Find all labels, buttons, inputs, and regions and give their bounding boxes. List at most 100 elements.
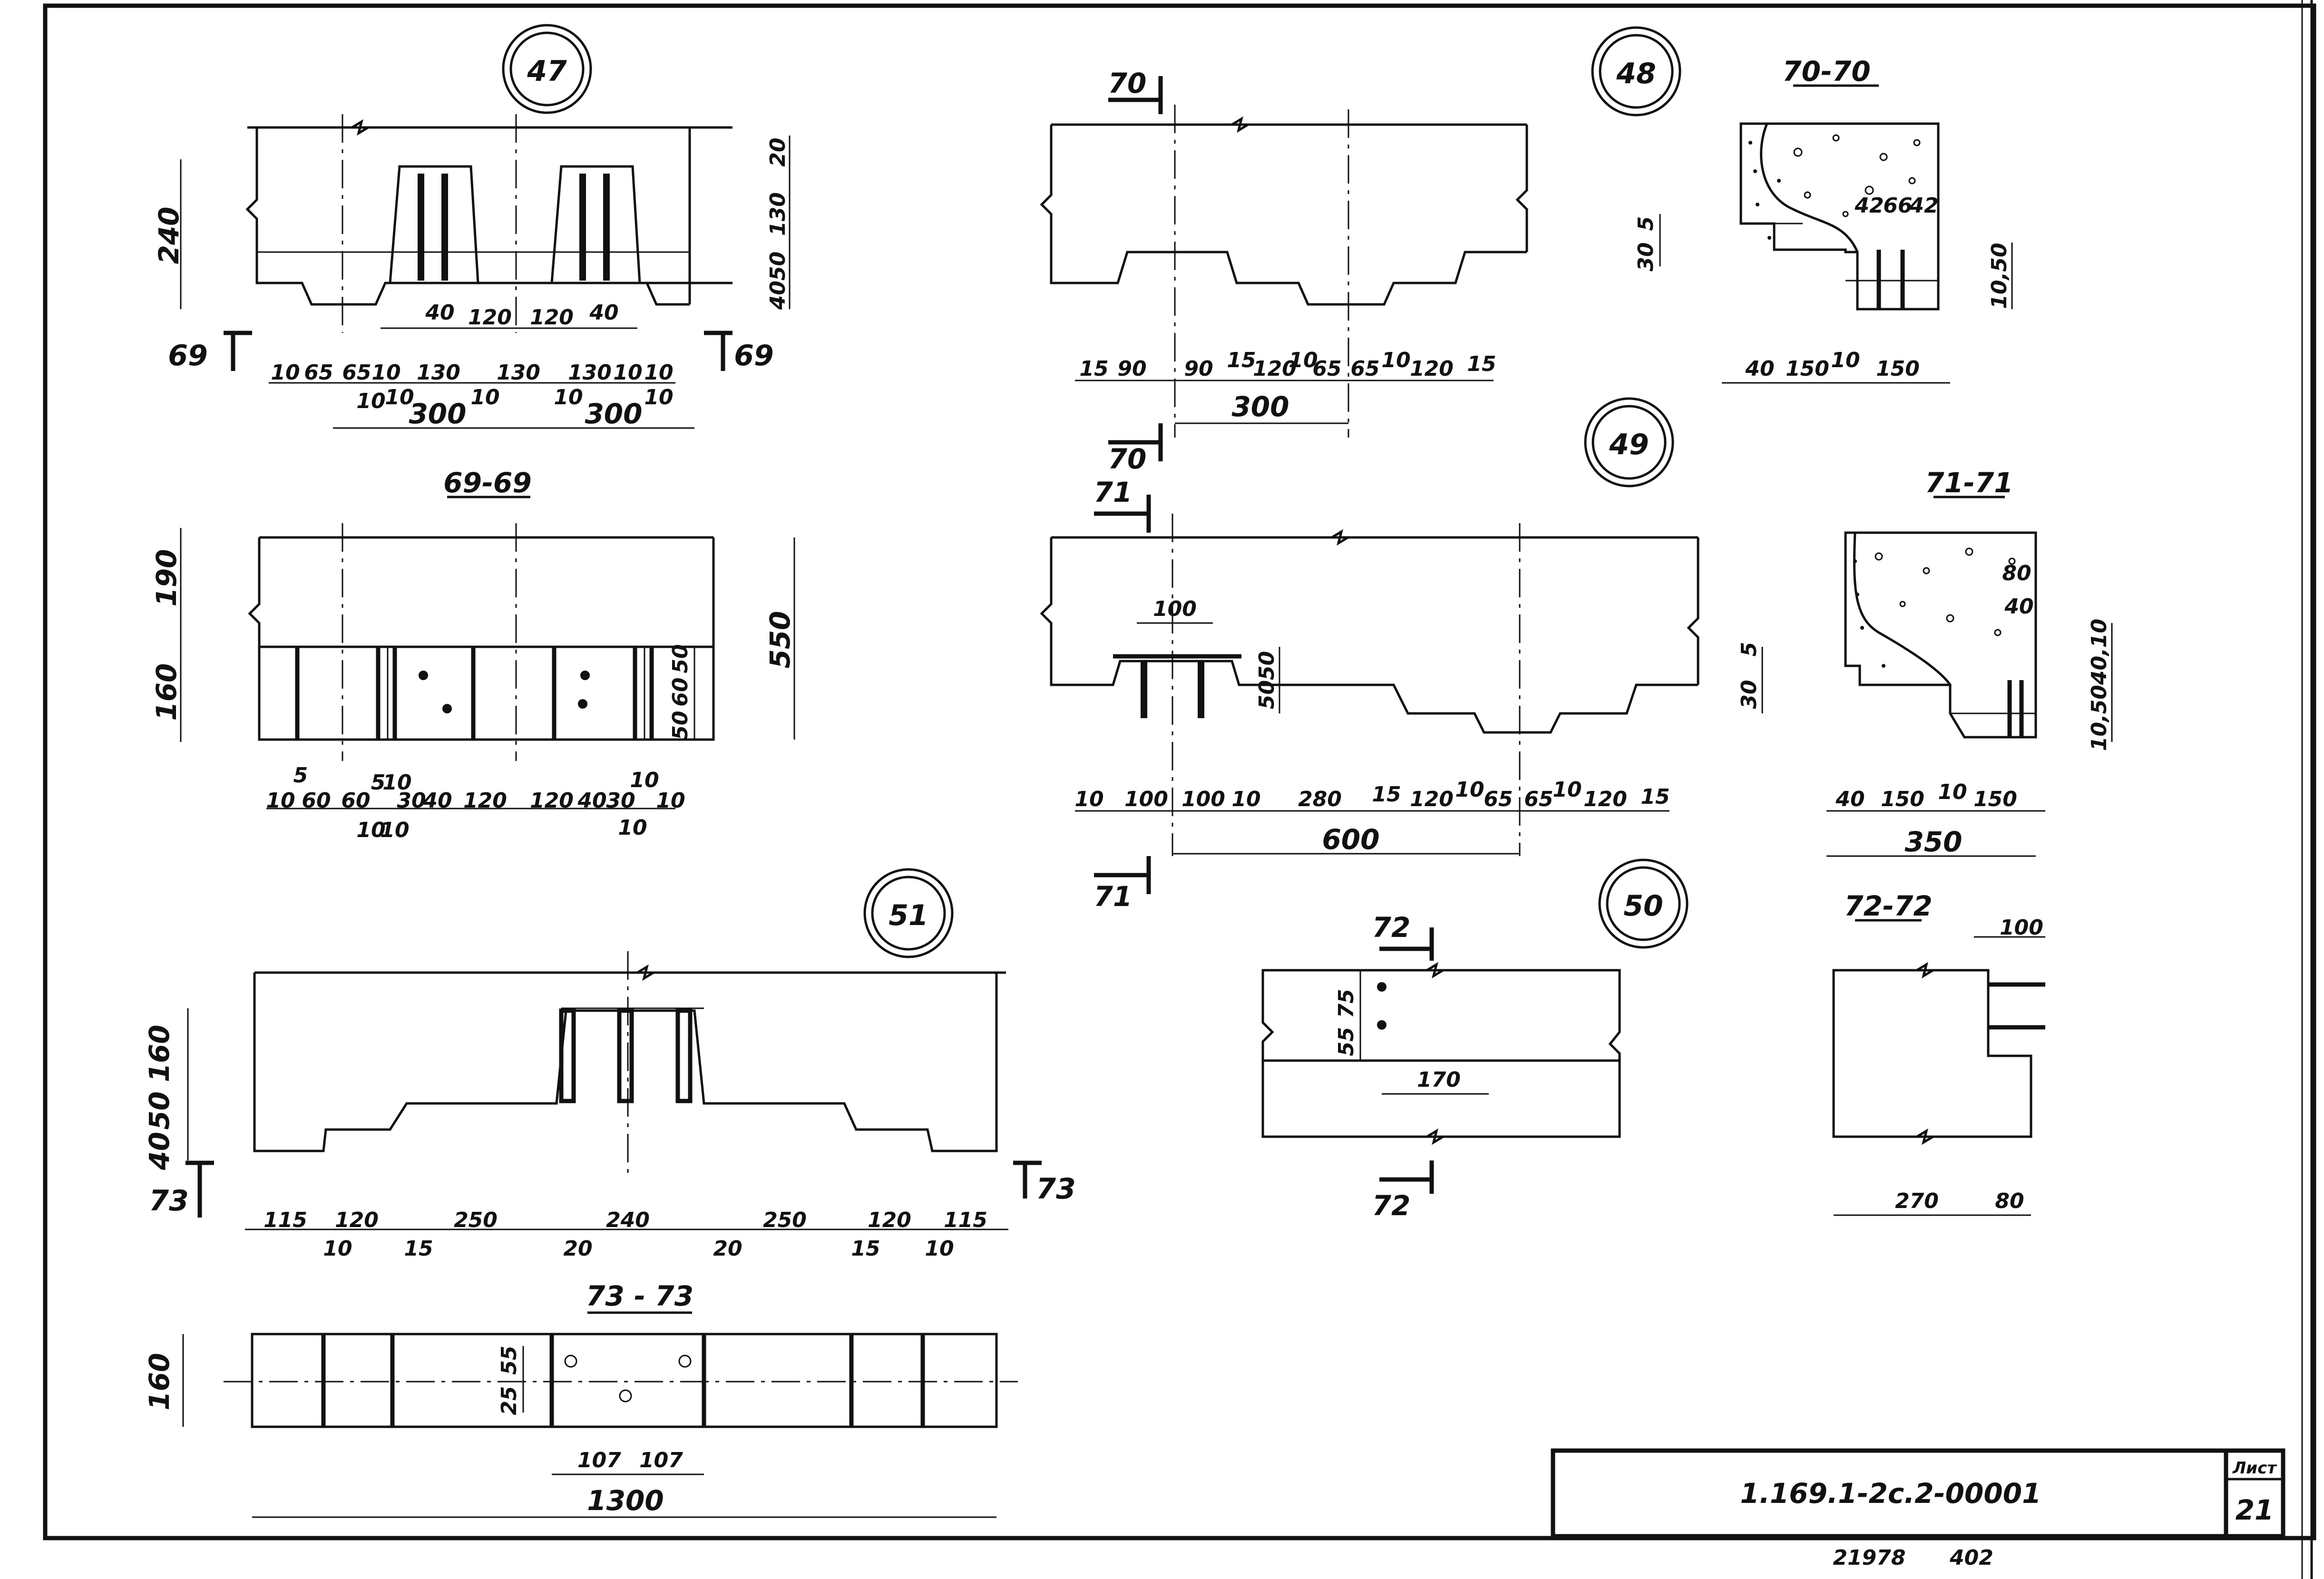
svg-text:10: 10 [380, 818, 409, 842]
section-cut-69: 69 69 [168, 331, 774, 372]
svg-text:50: 50 [668, 644, 693, 673]
svg-text:65: 65 [1350, 357, 1379, 381]
svg-text:107: 107 [639, 1448, 683, 1472]
svg-text:120: 120 [335, 1208, 379, 1232]
dimensions-50: 75 55 170 [1334, 970, 1489, 1095]
svg-text:71: 71 [1094, 880, 1133, 913]
svg-text:120: 120 [868, 1208, 911, 1232]
svg-text:90: 90 [1117, 357, 1146, 381]
svg-text:10: 10 [371, 361, 400, 385]
beam-elevation [1040, 105, 1528, 438]
svg-text:73: 73 [149, 1184, 189, 1218]
svg-text:30: 30 [606, 789, 635, 813]
sheet-label: Лист [2232, 1459, 2277, 1478]
svg-text:10: 10 [470, 385, 499, 409]
section-70-70: 70-70 42 66 42 30 5 10,50 40 150 10 150 [1634, 55, 2013, 384]
svg-text:115: 115 [264, 1208, 307, 1232]
inventory-number: 21978 [1833, 1546, 1905, 1570]
svg-text:10: 10 [323, 1237, 352, 1261]
section-73-73: 73 - 73 160 55 25 107 107 1300 [143, 1280, 1018, 1518]
svg-text:50: 50 [1623, 889, 1663, 923]
svg-text:10: 10 [613, 361, 642, 385]
svg-text:70: 70 [1108, 443, 1147, 475]
svg-text:10,50: 10,50 [1987, 243, 2012, 309]
svg-text:80: 80 [2002, 561, 2031, 585]
svg-text:20: 20 [766, 137, 790, 166]
drawing-code: 1.169.1-2c.2-00001 [1740, 1477, 2041, 1510]
svg-text:10: 10 [356, 818, 385, 842]
beam-elevation [245, 114, 732, 333]
section-title: 71-71 [1925, 467, 2013, 499]
svg-text:240: 240 [606, 1208, 650, 1232]
svg-text:10: 10 [554, 385, 583, 409]
svg-text:600: 600 [1322, 823, 1379, 856]
svg-text:10: 10 [271, 361, 300, 385]
svg-text:130: 130 [568, 361, 612, 385]
svg-text:5: 5 [1634, 216, 1658, 231]
beam-elevation [1040, 514, 1699, 856]
svg-text:150: 150 [1881, 787, 1924, 811]
svg-text:10: 10 [385, 385, 414, 409]
inventory-suffix: 402 [1949, 1546, 1993, 1570]
title-block: 1.169.1-2c.2-00001 Лист 21 21978 402 [1551, 1448, 2285, 1570]
svg-text:120: 120 [1410, 787, 1454, 811]
svg-text:150: 150 [1876, 357, 1920, 381]
svg-text:4050: 4050 [766, 252, 790, 310]
svg-text:120: 120 [530, 789, 574, 813]
svg-text:10: 10 [618, 816, 647, 840]
svg-text:100: 100 [1153, 597, 1197, 621]
svg-text:120: 120 [1583, 787, 1627, 811]
svg-text:55: 55 [1334, 1027, 1358, 1056]
svg-text:1300: 1300 [587, 1484, 664, 1517]
svg-text:150: 150 [1973, 787, 2017, 811]
svg-text:107: 107 [577, 1448, 621, 1472]
svg-text:15: 15 [1372, 782, 1401, 807]
detail-51: 51 73 73 160 50 40 115 120 250 2 [143, 868, 1076, 1261]
svg-text:60: 60 [302, 789, 331, 813]
svg-text:65: 65 [1524, 787, 1553, 811]
svg-text:300: 300 [585, 398, 642, 430]
svg-text:130: 130 [497, 361, 540, 385]
svg-text:10: 10 [1553, 778, 1582, 802]
svg-text:30: 30 [1737, 680, 1761, 709]
svg-text:40: 40 [2004, 595, 2033, 619]
svg-text:10: 10 [925, 1237, 954, 1261]
dimensions-49: 100 5050 10 100 100 10 280 15 120 10 65 … [1074, 597, 1670, 856]
svg-text:30: 30 [397, 789, 426, 813]
svg-text:65: 65 [1312, 357, 1341, 381]
svg-text:49: 49 [1609, 428, 1649, 461]
section-69-69: 69-69 190 160 550 50 60 50 10 5 60 60 [150, 467, 796, 842]
dimensions-51: 160 50 40 115 120 250 240 250 120 115 10… [143, 1008, 1008, 1261]
detail-48: 48 70 70 15 90 90 15 120 10 65 65 10 [1040, 26, 1681, 475]
svg-text:50: 50 [668, 711, 693, 740]
svg-text:150: 150 [1786, 357, 1829, 381]
svg-text:40: 40 [425, 301, 454, 325]
svg-text:15: 15 [1227, 348, 1256, 372]
svg-text:100: 100 [1124, 787, 1168, 811]
svg-text:25: 25 [497, 1386, 521, 1415]
detail-marker: 50 [1598, 858, 1689, 949]
svg-text:250: 250 [454, 1208, 498, 1232]
svg-text:5: 5 [371, 770, 386, 795]
svg-text:130: 130 [417, 361, 460, 385]
svg-text:40: 40 [1835, 787, 1865, 811]
svg-text:100: 100 [2000, 916, 2043, 940]
svg-text:240: 240 [153, 206, 185, 264]
svg-text:120: 120 [1253, 357, 1297, 381]
svg-text:72: 72 [1372, 1189, 1411, 1222]
svg-text:120: 120 [530, 305, 574, 330]
svg-text:69: 69 [734, 339, 774, 372]
svg-text:72: 72 [1372, 911, 1411, 944]
detail-50: 50 72 72 75 55 170 [1261, 858, 1689, 1222]
svg-text:350: 350 [1904, 826, 1962, 858]
section-cut-70: 70 70 [1108, 67, 1163, 475]
svg-text:160: 160 [143, 1353, 176, 1410]
dimensions-47: 240 20 130 4050 40 120 120 40 10 65 65 1… [153, 136, 791, 430]
svg-text:280: 280 [1298, 787, 1342, 811]
svg-text:10: 10 [356, 389, 385, 413]
svg-text:10: 10 [1231, 787, 1260, 811]
svg-text:5: 5 [293, 763, 308, 788]
section-cut-71: 71 71 [1094, 476, 1151, 913]
svg-text:40: 40 [422, 789, 452, 813]
